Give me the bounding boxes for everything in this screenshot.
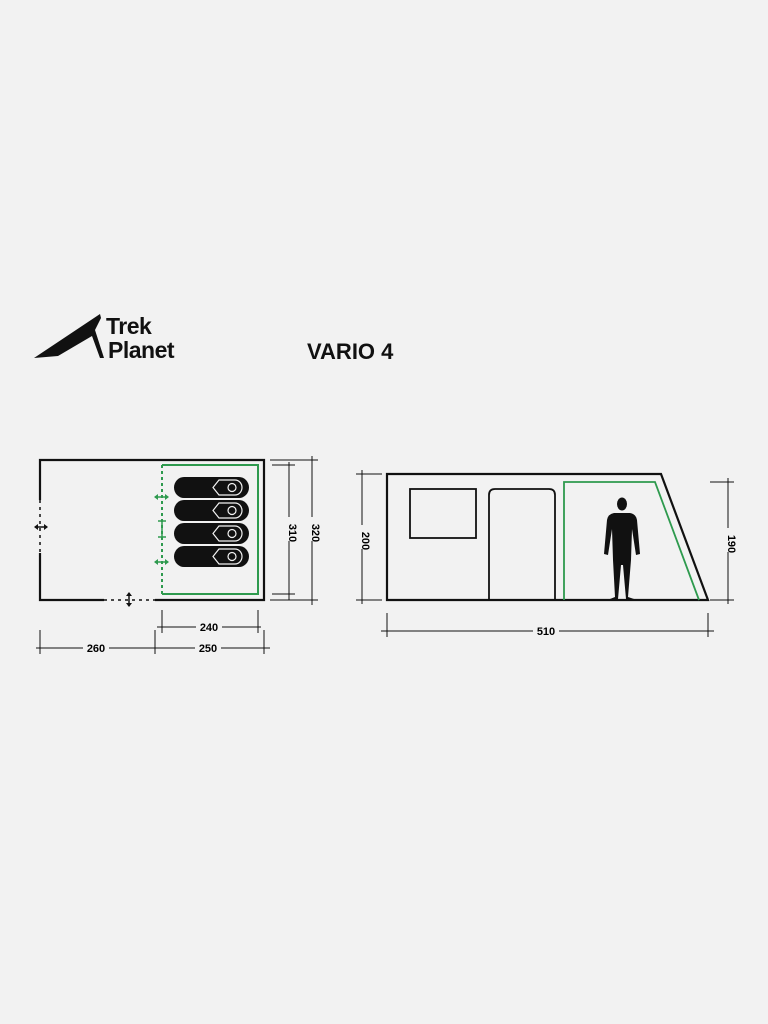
brand-name-line2: Planet [108,337,175,363]
dim-label-cabin-length: 250 [199,643,217,655]
person-silhouette-icon [604,497,640,599]
dim-label-rear-height: 190 [725,535,737,553]
sleeping-bag-icon [174,523,249,544]
side-view-dimensions [356,470,734,637]
side-view-dim-labels: 200 190 510 [355,525,737,638]
bottom-door-icon [104,592,155,607]
sleeping-bags [174,477,249,567]
mountain-peak-logo-icon [34,314,104,358]
dim-label-vestibule-length: 260 [87,643,105,655]
floor-plan-dim-labels: 320 310 240 260 250 [83,517,321,655]
brand-logo: Trek Planet [34,313,175,363]
floor-plan [34,458,266,607]
inner-tent-outline [563,481,700,601]
floor-plan-outline [38,458,266,602]
sleeping-bag-icon [174,477,249,498]
side-view-outline [385,472,710,602]
dim-label-bedroom-width: 240 [200,622,218,634]
dim-label-depth-outer: 320 [309,524,321,542]
side-door [488,488,556,600]
side-window [409,488,477,539]
dim-label-depth-inner: 310 [286,524,298,542]
model-title: VARIO 4 [307,339,394,364]
side-view [385,472,710,602]
sleeping-bag-icon [174,500,249,521]
left-door-icon [34,500,48,553]
dim-label-front-height: 200 [359,532,371,550]
brand-name-line1: Trek [106,313,152,339]
sleeping-bag-icon [174,546,249,567]
dim-label-length: 510 [537,626,555,638]
inner-bedroom-outline [162,464,259,595]
inner-door-markers [154,494,169,565]
